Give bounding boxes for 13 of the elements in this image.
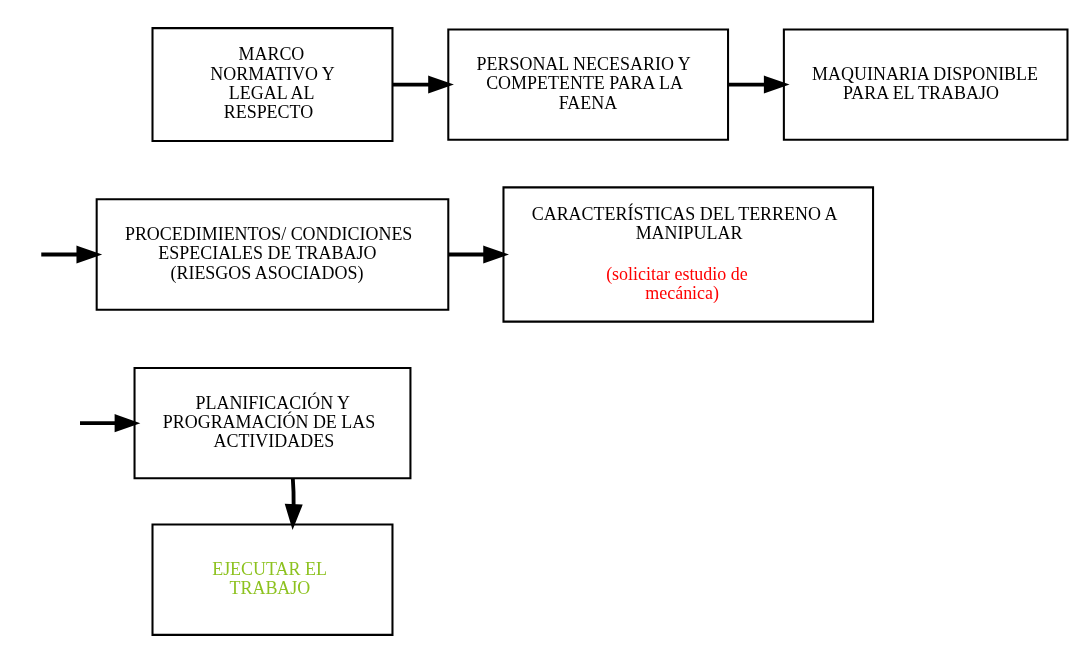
node-box: CARACTERÍSTICAS DEL TERRENO A MANIPULAR (solicitar estudio de mecánica) xyxy=(502,185,875,323)
arrow xyxy=(41,245,103,263)
node-box: PLANIFICACIÓN Y PROGRAMACIÓN DE LAS ACTIVIDADES xyxy=(133,366,412,479)
arrow xyxy=(284,478,303,530)
node-box: MARCO NORMATIVO Y LEGAL AL RESPECTO xyxy=(151,26,394,142)
node-box: EJECUTAR EL TRABAJO xyxy=(151,522,394,636)
node-box: PERSONAL NECESARIO Y COMPETENTE PARA LA FAENA xyxy=(447,27,730,141)
node-box: PROCEDIMIENTOS/ CONDICIONES ESPECIALES DE TRABAJO (RIESGOS ASOCIADOS) xyxy=(95,197,450,311)
arrow xyxy=(728,75,790,94)
arrow xyxy=(392,75,454,94)
arrow xyxy=(448,245,509,263)
arrow xyxy=(80,413,141,432)
node-box: MAQUINARIA DISPONIBLE PARA EL TRABAJO xyxy=(782,27,1069,141)
